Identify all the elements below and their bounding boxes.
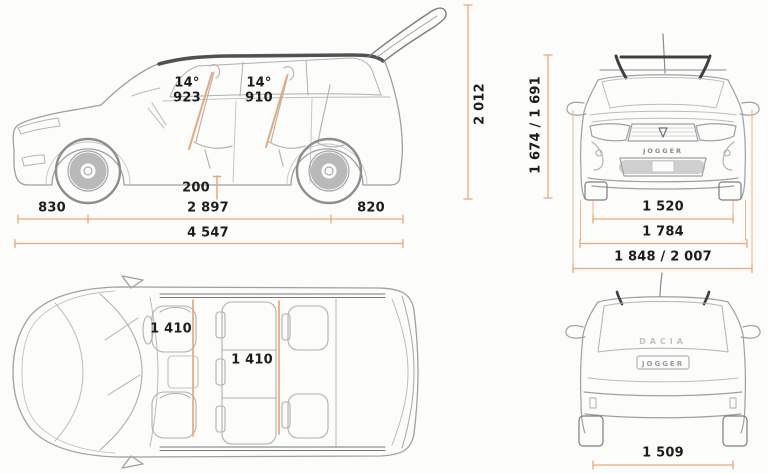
- front-antenna: [662, 33, 666, 74]
- rear-wheel-left: [578, 415, 604, 447]
- front-fog-left: [595, 149, 603, 157]
- rear-seat-angle-value: 14°: [246, 75, 272, 91]
- front-roof-rails: [614, 54, 712, 80]
- front-wheel-right: [718, 181, 742, 201]
- rear-roof: [597, 296, 729, 303]
- front-headlights: [589, 123, 737, 142]
- side-glasshouse: [169, 57, 382, 98]
- front-roof: [597, 69, 729, 81]
- rear-window: [597, 301, 729, 353]
- front-seat-angle-label: 14° 923: [173, 76, 201, 105]
- ground-clearance-tick: [212, 175, 222, 200]
- front-guide-lines: [572, 109, 753, 266]
- overall-height-label: 1 674 / 1 691: [528, 76, 544, 174]
- top-rear-window-arc: [391, 298, 409, 446]
- front-track-label: 1 520: [642, 199, 684, 215]
- front-body-sides: [580, 79, 746, 200]
- rear-badge-text: JOGGER: [641, 360, 684, 368]
- top-hood-arc: [54, 302, 84, 442]
- front-overhang-label: 830: [38, 200, 66, 216]
- rear-seat-height-value: 910: [245, 90, 273, 105]
- front-hood-lines: [589, 110, 737, 123]
- top-tailgate-arc: [401, 295, 415, 449]
- front-seat-angle-line: [188, 72, 213, 150]
- height-tailgate-open-label: 2 012: [472, 83, 488, 125]
- front-bumper: [587, 177, 739, 190]
- side-pillars: [239, 59, 309, 97]
- front-seat-height-value: 923: [173, 90, 201, 105]
- overall-height-line: [543, 54, 553, 199]
- rear-mirrors: [565, 325, 761, 339]
- rear-antenna: [659, 272, 663, 298]
- rear-brand-text: DACIA: [639, 337, 687, 346]
- front-seat-angle-value: 14°: [174, 75, 200, 91]
- overall-length-line: [14, 238, 404, 249]
- second-row-width-label: 1 410: [231, 352, 273, 368]
- rear-track-line: [592, 460, 734, 470]
- rear-tailgate-line: [587, 377, 739, 383]
- side-dashboard: [131, 87, 167, 129]
- rear-overhang-label: 820: [357, 200, 385, 216]
- front-grille-mesh: [627, 127, 699, 137]
- side-wheel-arches: [45, 141, 368, 185]
- side-beltline: [162, 96, 391, 102]
- side-roof-rail: [157, 53, 385, 66]
- rear-view-dimensions: [592, 460, 734, 470]
- side-view-dimensions: [14, 4, 553, 249]
- front-fog-right: [723, 149, 731, 157]
- top-third-row-seats: [281, 297, 337, 447]
- rear-bumper: [583, 391, 743, 419]
- top-roof-rails: [159, 293, 386, 451]
- front-sensor: [651, 160, 675, 173]
- front-windshield: [601, 77, 725, 109]
- top-body-outline: [12, 286, 419, 458]
- side-open-tailgate: [367, 7, 447, 63]
- rear-badge-plate: [636, 355, 690, 370]
- body-width-line: [579, 238, 748, 249]
- rear-reflector-left: [589, 397, 597, 409]
- front-grille: [627, 123, 699, 142]
- mirror-width-label: 1 848 / 2 007: [614, 249, 712, 265]
- front-view-dimensions: [572, 109, 753, 274]
- front-logo: [658, 127, 668, 138]
- front-wheel-left: [584, 181, 608, 201]
- mirror-width-line: [572, 263, 753, 274]
- front-fog-lights: [591, 141, 735, 171]
- rear-track-label: 1 509: [642, 445, 684, 461]
- top-mirrors: [121, 275, 144, 469]
- front-row-width-label: 1 410: [150, 321, 192, 337]
- overall-length-label: 4 547: [187, 225, 229, 241]
- wheelbase-label: 2 897: [187, 200, 229, 216]
- front-mirrors: [566, 101, 760, 116]
- top-front-bumper-inner: [21, 290, 116, 454]
- top-view-car: [12, 275, 419, 469]
- side-tailgate-inner-line: [376, 15, 438, 58]
- front-lower-grille-outline: [619, 157, 707, 177]
- front-view-car: JOGGER: [566, 33, 760, 201]
- height-open-line: [463, 4, 473, 200]
- ground-clearance-label: 200: [182, 180, 210, 196]
- top-windshield-arc: [99, 293, 143, 451]
- rear-body-sides: [580, 301, 746, 434]
- top-front-seats: [142, 305, 199, 439]
- front-grille-badge-text: JOGGER: [642, 147, 683, 155]
- side-headlight: [17, 117, 61, 167]
- top-second-row-bench: [215, 301, 277, 445]
- side-view-car: [12, 7, 447, 203]
- rear-seat-angle-label: 14° 910: [245, 76, 273, 105]
- rear-seat-angle-line: [265, 75, 288, 148]
- front-track-line: [592, 214, 734, 224]
- rear-reflector-right: [729, 397, 737, 409]
- rear-view-car: DACIA JOGGER: [565, 272, 761, 447]
- body-width-label: 1 784: [642, 224, 684, 240]
- rear-wheel-right: [722, 415, 748, 447]
- top-roof-front-edge: [149, 296, 159, 448]
- top-wipers: [104, 317, 141, 396]
- side-body-outline: [12, 54, 404, 186]
- side-door-seams: [232, 98, 313, 184]
- overhang-wheelbase-line: [17, 214, 404, 224]
- top-view-dimensions: [192, 299, 280, 437]
